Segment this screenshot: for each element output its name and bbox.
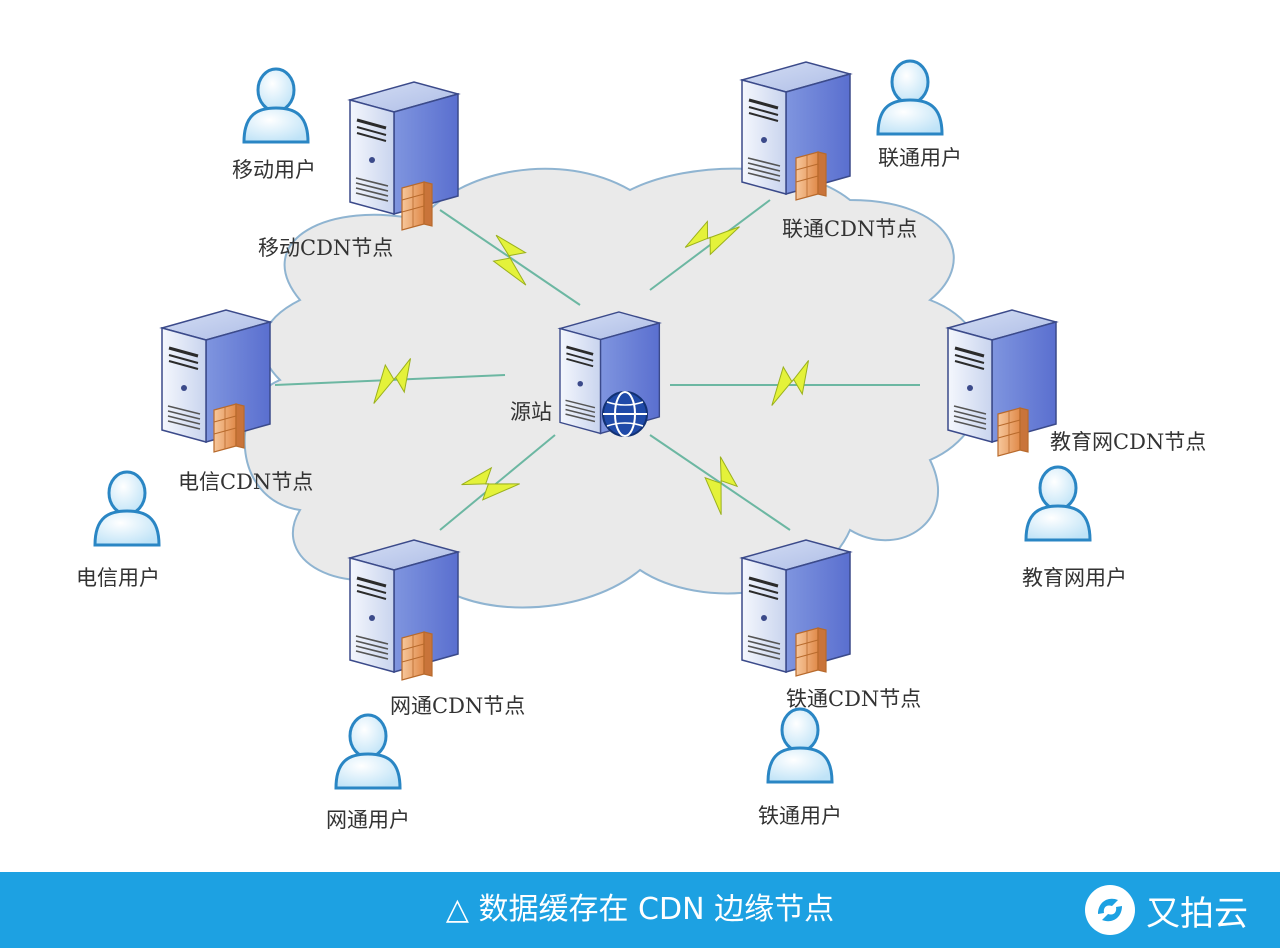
firewall-icon	[401, 181, 433, 231]
railcom-user-icon	[766, 707, 834, 784]
edu-user-icon	[1024, 465, 1092, 542]
netcom-user-icon	[334, 713, 402, 790]
firewall-icon	[997, 407, 1029, 457]
telecom-cdn-node-label: 电信CDN节点	[178, 470, 314, 494]
firewall-icon	[795, 151, 827, 201]
railcom-user-label: 铁通用户	[758, 804, 842, 828]
edu-user-label: 教育网用户	[1022, 566, 1127, 590]
mobile-user-label: 移动用户	[232, 158, 316, 182]
brand-name: 又拍云	[1146, 893, 1248, 934]
caption-bar: △ 数据缓存在 CDN 边缘节点 又拍云	[0, 872, 1280, 948]
unicom-user-label: 联通用户	[878, 146, 962, 170]
globe-icon	[602, 391, 648, 437]
unicom-cdn-node-label: 联通CDN节点	[782, 217, 918, 241]
upyun-logo-icon	[1085, 885, 1135, 935]
telecom-user-icon	[93, 470, 161, 547]
netcom-user-label: 网通用户	[326, 808, 410, 832]
caption-text: △ 数据缓存在 CDN 边缘节点	[445, 892, 835, 927]
edu-cdn-node-label: 教育网CDN节点	[1050, 430, 1207, 454]
cdn-network-diagram	[93, 59, 1092, 790]
netcom-cdn-node-label: 网通CDN节点	[390, 694, 526, 718]
firewall-icon	[213, 403, 245, 453]
firewall-icon	[401, 631, 433, 681]
origin-label: 源站	[510, 400, 552, 424]
telecom-user-label: 电信用户	[76, 566, 160, 590]
railcom-cdn-node-label: 铁通CDN节点	[786, 687, 922, 711]
mobile-cdn-node-label: 移动CDN节点	[258, 236, 394, 260]
brand-logo: 又拍云	[1084, 884, 1248, 936]
firewall-icon	[795, 627, 827, 677]
unicom-user-icon	[876, 59, 944, 136]
mobile-user-icon	[242, 67, 310, 144]
